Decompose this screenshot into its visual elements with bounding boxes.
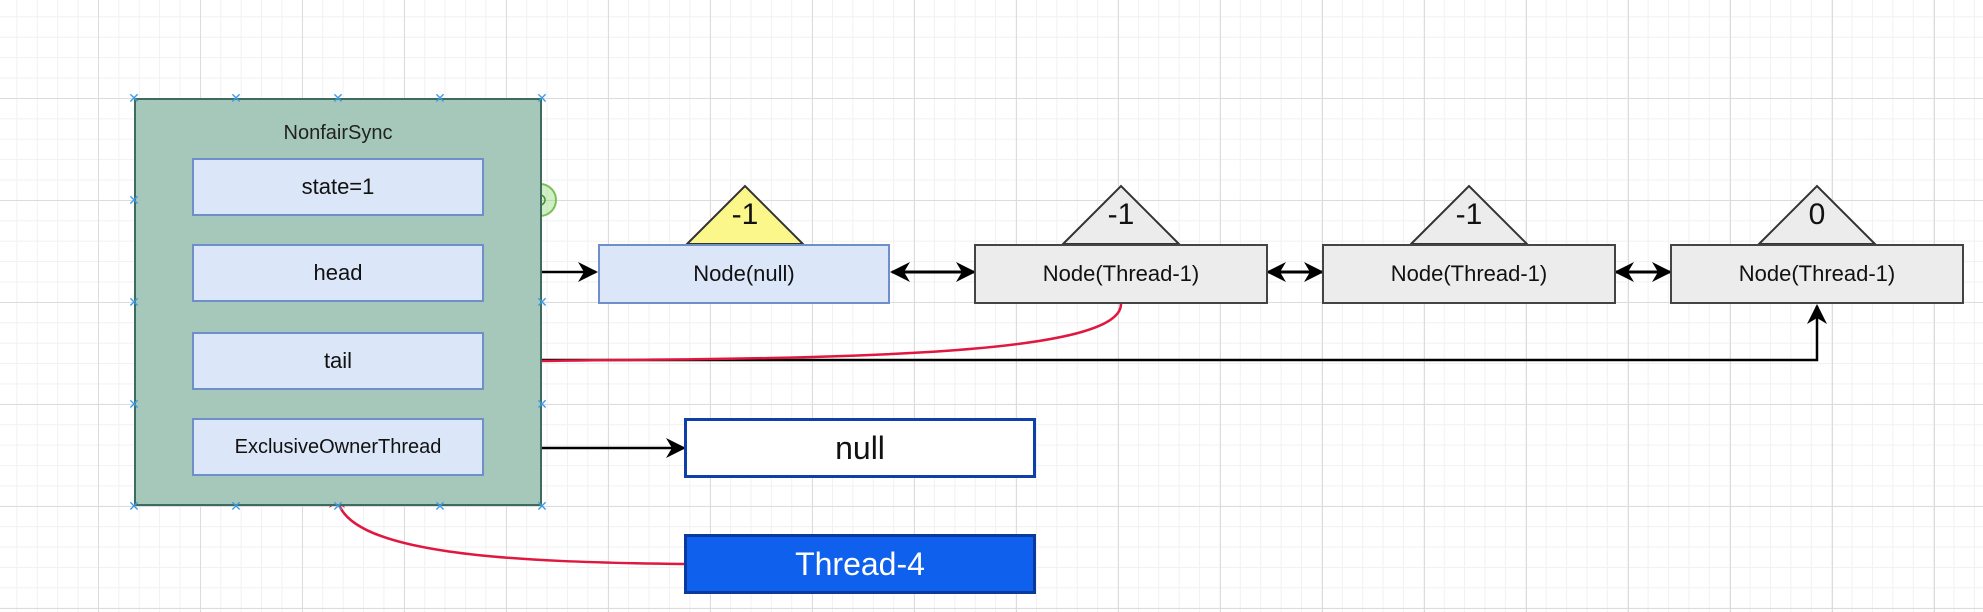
selection-handle[interactable]: ✕	[536, 498, 548, 514]
wait-status-label-0: -1	[731, 198, 759, 231]
wait-status-label-1: -1	[1107, 198, 1135, 231]
selection-handle[interactable]: ✕	[128, 90, 140, 106]
container-title: NonfairSync	[283, 122, 393, 144]
selection-handle[interactable]: ✕	[128, 396, 140, 412]
selection-handle[interactable]: ✕	[128, 498, 140, 514]
wait-status-label-2: -1	[1455, 198, 1483, 231]
selection-handle[interactable]: ✕	[128, 192, 140, 208]
exclusive-owner-thread-field[interactable]: ExclusiveOwnerThread	[192, 418, 484, 476]
head-field[interactable]: head	[192, 244, 484, 302]
queue-node-head[interactable]: Node(null)	[598, 244, 890, 304]
selection-handle[interactable]: ✕	[434, 90, 446, 106]
selection-handle[interactable]: ✕	[332, 498, 344, 514]
selection-handle[interactable]: ✕	[434, 498, 446, 514]
selection-handle[interactable]: ✕	[230, 498, 242, 514]
wait-status-label-3: 0	[1808, 198, 1826, 231]
queue-node-3[interactable]: Node(Thread-1)	[1670, 244, 1964, 304]
selection-handle[interactable]: ✕	[536, 90, 548, 106]
queue-node-1[interactable]: Node(Thread-1)	[974, 244, 1268, 304]
selection-handle[interactable]: ✕	[536, 396, 548, 412]
selection-handle[interactable]: ✕	[230, 90, 242, 106]
tail-field[interactable]: tail	[192, 332, 484, 390]
selection-handle[interactable]: ✕	[536, 294, 548, 310]
selection-handle[interactable]: ✕	[128, 294, 140, 310]
state-field[interactable]: state=1	[192, 158, 484, 216]
red-arrow-from-thread4	[329, 492, 685, 566]
queue-node-2[interactable]: Node(Thread-1)	[1322, 244, 1616, 304]
thread-4-box[interactable]: Thread-4	[684, 534, 1036, 594]
null-box[interactable]: null	[684, 418, 1036, 478]
selection-handle[interactable]: ✕	[332, 90, 344, 106]
tail-arrow	[482, 304, 1827, 370]
